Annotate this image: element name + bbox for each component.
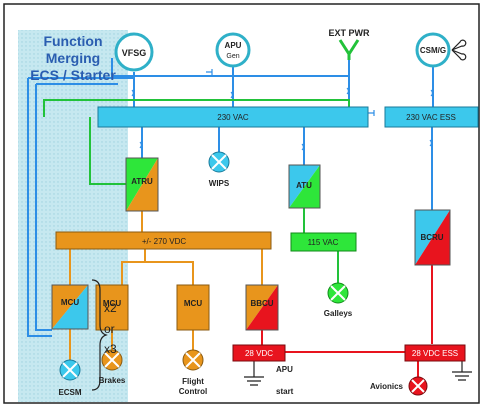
source-ext-pwr: EXT PWR xyxy=(328,28,370,60)
frame xyxy=(3,3,480,404)
mcu-flight-label: MCU xyxy=(184,299,202,308)
mcu-brakes-label: MCU xyxy=(103,299,121,308)
bus-230-vac-ess-label: 230 VAC ESS xyxy=(406,113,456,122)
mcu-ecs-label: MCU xyxy=(61,298,79,307)
multiplier-x2: x2 xyxy=(104,301,117,315)
lamp-icon xyxy=(62,362,78,378)
lamp-icon xyxy=(211,154,227,170)
source-vfsg: VFSG xyxy=(114,32,154,72)
apu-start-ground: APU start xyxy=(244,365,294,396)
load-flight-control: Flight Control xyxy=(179,349,207,396)
bracket-icon xyxy=(91,279,108,391)
bus-270-vdc: +/- 270 VDC xyxy=(55,231,272,250)
source-apu-gen: APU Gen xyxy=(215,32,251,68)
load-brakes: Brakes xyxy=(99,349,126,385)
bus-28-vdc-ess-label: 28 VDC ESS xyxy=(412,349,458,358)
wips-label: WIPS xyxy=(209,179,230,188)
vfsg-label: VFSG xyxy=(122,48,147,58)
bcru-label: BCRU xyxy=(420,233,443,242)
ground-icon xyxy=(452,371,472,381)
avionics-label: Avionics xyxy=(370,382,404,391)
apu-label: APU xyxy=(225,41,242,50)
ext-pwr-plug-icon xyxy=(338,39,360,60)
bus-115-vac: 115 VAC xyxy=(290,232,357,252)
bus-230-vac: 230 VAC xyxy=(97,106,369,128)
bus-270-vdc-label: +/- 270 VDC xyxy=(142,237,186,246)
source-csm-g: CSM/G xyxy=(415,32,467,68)
converter-mcu-flight-control: MCU xyxy=(176,284,210,331)
title-line-3: ECS / Starter xyxy=(30,67,116,83)
bus-28-vdc-label: 28 VDC xyxy=(245,349,273,358)
multiplier-or: or xyxy=(104,322,115,336)
converter-atru: ATRU xyxy=(125,157,159,212)
load-wips: WIPS xyxy=(208,151,230,188)
converter-mcu-ecs: MCU xyxy=(51,284,89,330)
ground-icon xyxy=(244,376,264,386)
title-line-1: Function xyxy=(43,33,102,49)
bus-230-vac-ess: 230 VAC ESS xyxy=(384,106,479,128)
gen-label: Gen xyxy=(226,53,239,60)
brakes-label: Brakes xyxy=(99,376,126,385)
flight-label: Flight xyxy=(182,377,204,386)
converter-atu: ATU xyxy=(288,164,321,209)
lamp-icon xyxy=(104,352,120,368)
ess-ground xyxy=(452,371,472,381)
bus-28-vdc: 28 VDC xyxy=(232,344,286,362)
converter-bcru: BCRU xyxy=(414,209,451,266)
lamp-icon xyxy=(330,285,346,301)
multiplier-x3: x3 xyxy=(104,342,117,356)
galleys-label: Galleys xyxy=(324,309,353,318)
ecsm-label: ECSM xyxy=(58,388,81,397)
wiring xyxy=(27,52,463,377)
function-merging-title: Function Merging ECS / Starter xyxy=(30,33,116,83)
bus-230-vac-label: 230 VAC xyxy=(217,113,249,122)
csm-g-label: CSM/G xyxy=(420,46,446,55)
bus-115-vac-label: 115 VAC xyxy=(308,238,339,247)
control-label: Control xyxy=(179,387,207,396)
lamp-icon xyxy=(411,379,425,393)
load-galleys: Galleys xyxy=(324,282,353,318)
fan-icon xyxy=(451,39,467,61)
atu-label: ATU xyxy=(296,181,312,190)
apu-start-label-1: APU xyxy=(276,365,293,374)
apu-start-label-2: start xyxy=(276,387,294,396)
title-line-2: Merging xyxy=(46,50,100,66)
bus-28-vdc-ess: 28 VDC ESS xyxy=(404,344,466,362)
lamp-icon xyxy=(185,352,201,368)
converter-mcu-brakes: MCU xyxy=(95,284,129,331)
load-ecsm: ECSM xyxy=(58,359,82,397)
ext-pwr-label: EXT PWR xyxy=(328,28,370,38)
converter-bbcu: BBCU xyxy=(245,284,279,331)
breaker-marks xyxy=(131,69,434,151)
load-avionics: Avionics xyxy=(370,376,428,396)
bbcu-label: BBCU xyxy=(250,299,273,308)
mcu-multiplier: x2 or x3 xyxy=(91,279,117,391)
atru-label: ATRU xyxy=(131,177,153,186)
